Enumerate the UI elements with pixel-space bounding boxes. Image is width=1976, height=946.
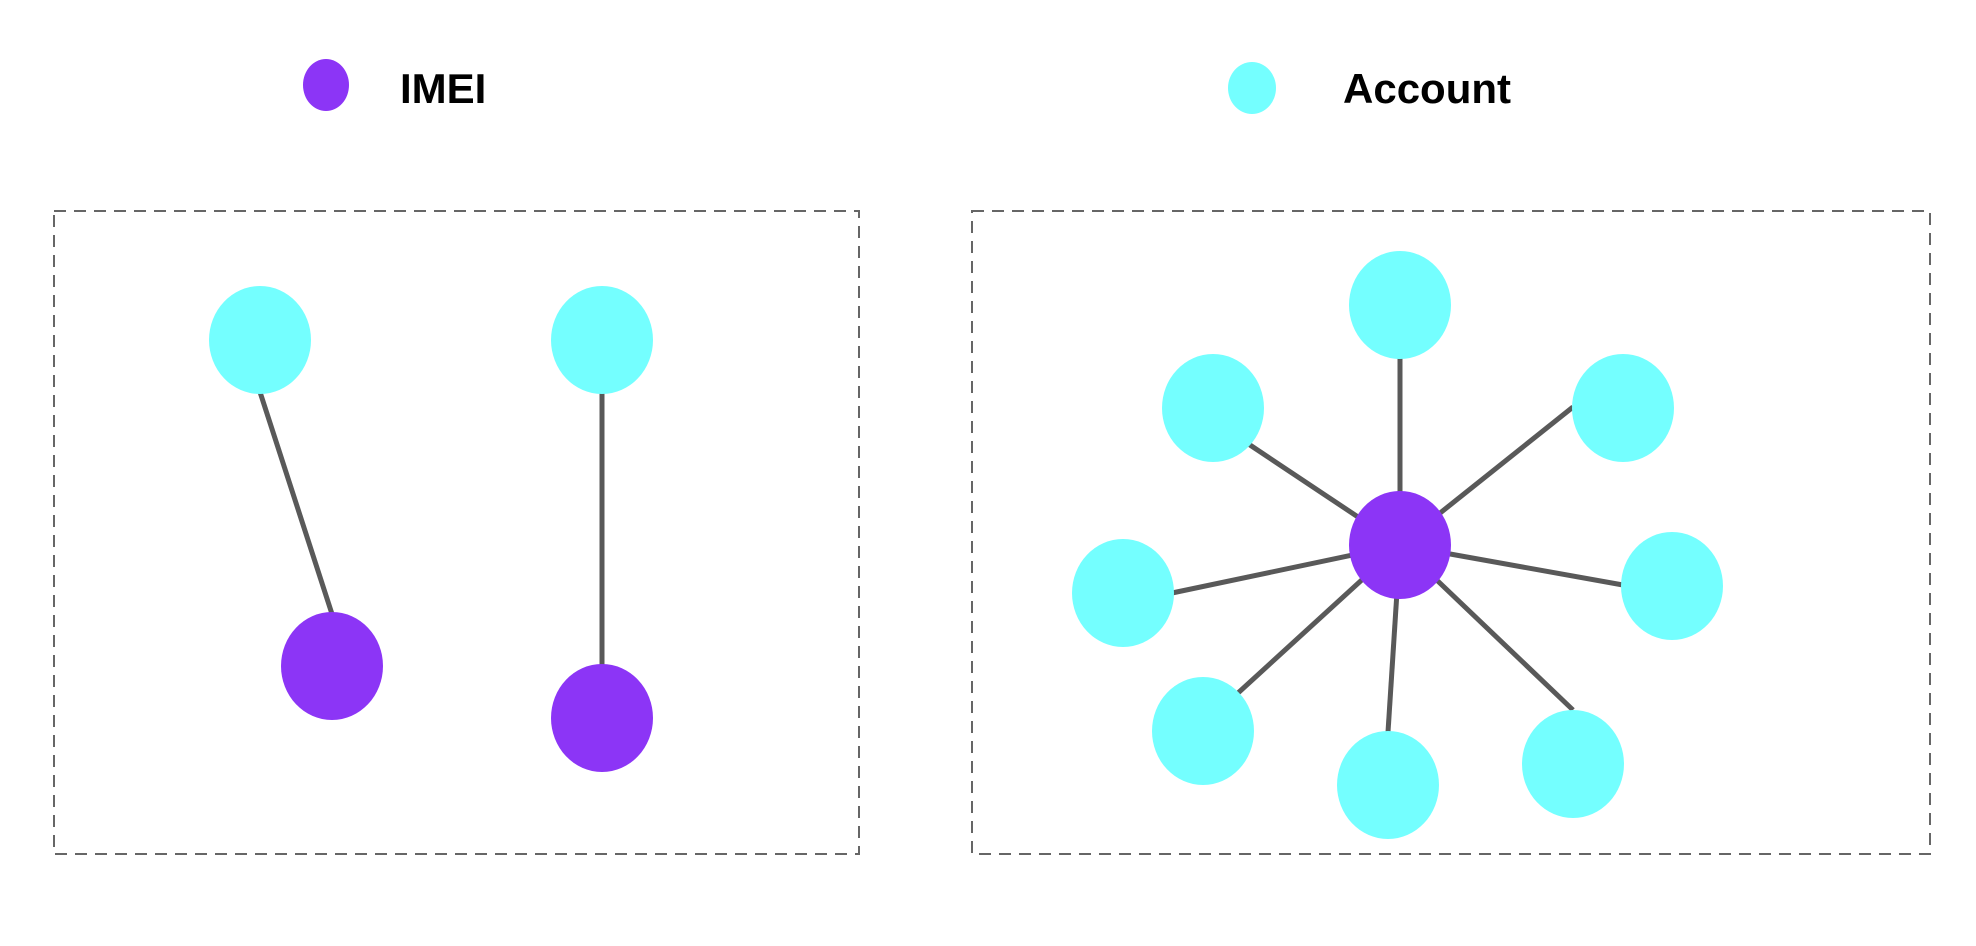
account-node xyxy=(1349,251,1451,359)
account-node xyxy=(209,286,311,394)
legend-imei-swatch xyxy=(303,59,349,111)
legend-imei-label: IMEI xyxy=(400,65,487,112)
edge-account-imei-a xyxy=(257,391,335,615)
right-group-frame xyxy=(971,210,1931,855)
account-node xyxy=(1072,539,1174,647)
account-node xyxy=(1522,710,1624,818)
imei-node xyxy=(281,612,383,720)
account-node xyxy=(1152,677,1254,785)
imei-hub-node xyxy=(1349,491,1451,599)
account-node xyxy=(1162,354,1264,462)
legend-account-label: Account xyxy=(1343,65,1511,112)
account-node xyxy=(551,286,653,394)
account-node xyxy=(1337,731,1439,839)
imei-node xyxy=(551,664,653,772)
legend-account-swatch xyxy=(1228,62,1276,114)
left-group-frame xyxy=(53,210,860,855)
account-node xyxy=(1621,532,1723,640)
account-node xyxy=(1572,354,1674,462)
